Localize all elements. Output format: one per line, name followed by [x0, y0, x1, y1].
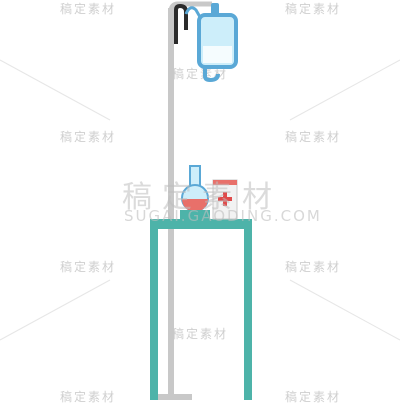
iv-tube-blue: [184, 6, 206, 25]
watermark: 稿定素材: [172, 327, 229, 341]
watermark: 稿定素材: [285, 260, 342, 274]
watermark: 稿定素材: [285, 2, 342, 16]
flask-icon: [180, 165, 210, 219]
iv-bag-icon: [197, 3, 238, 83]
flask-stand: [180, 210, 210, 219]
iv-pole-base: [158, 394, 192, 400]
table-leg-left: [150, 219, 158, 400]
watermark: 稿定素材: [172, 67, 229, 81]
medicine-cross-horizontal: [218, 197, 232, 201]
watermark-lines: [0, 59, 400, 341]
medicine-box-lid: [213, 180, 237, 185]
table-top: [150, 219, 252, 229]
side-table-icon: [150, 219, 252, 400]
iv-bag-outlet: [203, 67, 220, 83]
table-leg-right: [244, 219, 252, 400]
watermark-url: SUGAI.GAODING.COM: [124, 207, 322, 225]
iv-pole-hook: [168, 1, 212, 13]
watermark: 稿定素材: [60, 260, 117, 274]
flask-liquid: [182, 199, 208, 212]
iv-stand-icon: [158, 1, 212, 400]
watermark-main: 稿定素材: [122, 180, 282, 215]
watermark: 稿定素材: [285, 130, 342, 144]
iv-bag-liquid-level: [203, 46, 232, 63]
medicine-box-icon: [212, 179, 238, 220]
iv-bag-hanger: [211, 3, 219, 15]
iv-tube: [174, 3, 188, 44]
watermark: 稿定素材: [60, 2, 117, 16]
watermark: 稿定素材: [60, 130, 117, 144]
iv-pole: [168, 8, 174, 398]
